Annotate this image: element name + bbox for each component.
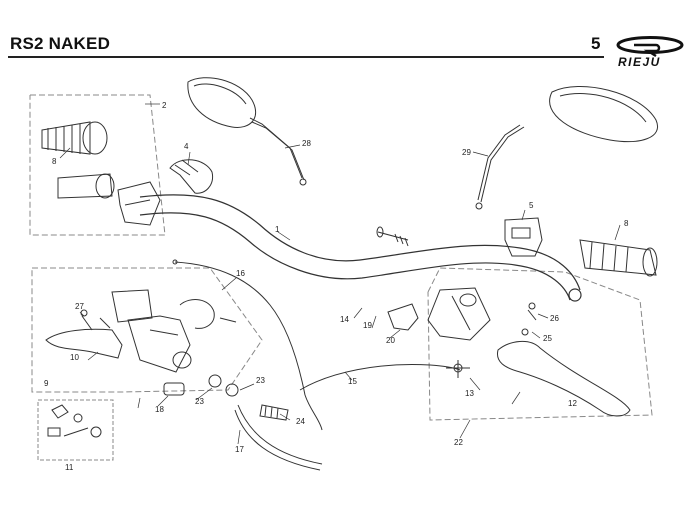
group-box-kit xyxy=(37,399,114,461)
right-lever xyxy=(496,341,631,417)
left-master-cylinder xyxy=(111,289,192,373)
callout-9: 9 xyxy=(44,379,49,388)
page-title: RS2 NAKED xyxy=(10,34,111,53)
washer-set xyxy=(208,374,239,397)
callout-15: 15 xyxy=(348,377,357,386)
callout-16: 16 xyxy=(236,269,245,278)
callout-labels: 2 8 4 28 29 5 8 1 16 27 10 9 18 23 23 24… xyxy=(44,101,629,472)
group-box-right-controls xyxy=(427,267,653,421)
callout-14: 14 xyxy=(340,315,349,324)
callout-12: 12 xyxy=(568,399,577,408)
handlebar xyxy=(139,194,582,302)
brand-logo xyxy=(616,36,684,58)
banjo-bolt xyxy=(259,404,289,421)
lower-hose xyxy=(234,404,323,471)
header-rule xyxy=(8,56,604,58)
lever-screw xyxy=(521,302,537,336)
group-box-left-grip xyxy=(29,94,166,236)
brake-cable xyxy=(299,364,461,391)
callout-29: 29 xyxy=(462,148,471,157)
callout-25: 25 xyxy=(543,334,552,343)
callout-2: 2 xyxy=(162,101,167,110)
callout-18: 18 xyxy=(155,405,164,414)
right-grip xyxy=(579,239,658,277)
left-lever xyxy=(45,317,123,359)
repair-kit-parts xyxy=(47,404,102,438)
mirror-right xyxy=(475,86,659,210)
callout-8-right: 8 xyxy=(624,219,629,228)
leader-lines xyxy=(59,103,621,445)
throttle-housing xyxy=(169,159,214,194)
callout-20: 20 xyxy=(386,336,395,345)
callout-23-right: 23 xyxy=(256,376,265,385)
callout-8-left: 8 xyxy=(52,157,57,166)
group-box-left-controls xyxy=(31,267,263,393)
callout-11: 11 xyxy=(65,463,74,472)
callout-5: 5 xyxy=(529,201,534,210)
callout-13: 13 xyxy=(465,389,474,398)
callout-22: 22 xyxy=(454,438,463,447)
right-master-cylinder xyxy=(427,287,491,341)
mirror-left xyxy=(187,77,307,186)
callout-27: 27 xyxy=(75,302,84,311)
handlebar-clamp xyxy=(179,299,237,329)
throttle-grip xyxy=(57,173,161,226)
callout-17: 17 xyxy=(235,445,244,454)
banjo-fitting xyxy=(163,382,185,396)
left-grip xyxy=(41,121,108,155)
bar-bolt xyxy=(376,226,409,247)
callout-23-left: 23 xyxy=(195,397,204,406)
callout-24: 24 xyxy=(296,417,305,426)
adjuster-screw xyxy=(80,309,93,331)
brand-name: RIEJU xyxy=(618,55,661,69)
clutch-cable xyxy=(172,259,323,431)
pivot-bolt xyxy=(446,360,470,378)
callout-4: 4 xyxy=(184,142,189,151)
callout-10: 10 xyxy=(70,353,79,362)
callout-19: 19 xyxy=(363,321,372,330)
callout-26: 26 xyxy=(550,314,559,323)
callout-1: 1 xyxy=(275,225,280,234)
page-number: 5 xyxy=(591,34,601,53)
switch-bracket xyxy=(387,303,419,331)
right-switch xyxy=(504,217,543,257)
callout-28: 28 xyxy=(302,139,311,148)
